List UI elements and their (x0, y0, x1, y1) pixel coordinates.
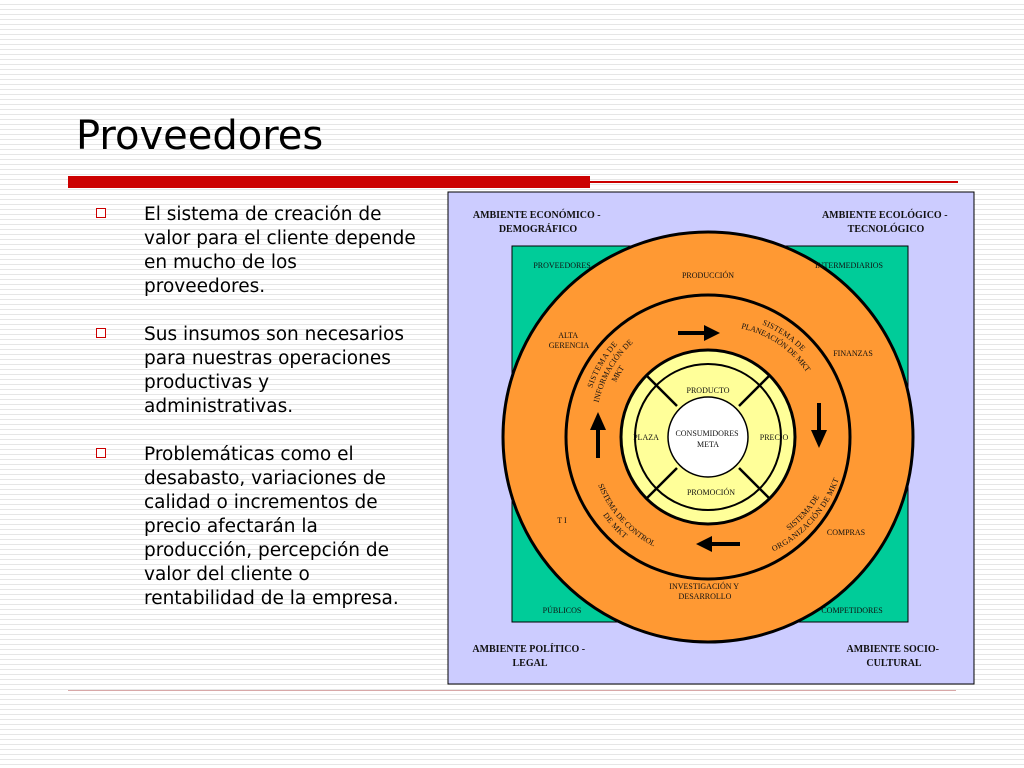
target-consumers-circle (667, 396, 749, 478)
square-bullet-icon (96, 208, 106, 218)
target-consumers-label: CONSUMIDORES META (675, 429, 740, 449)
footer-rule (68, 690, 956, 691)
top-management-label: ALTA GERENCIA (549, 331, 590, 350)
production-label: PRODUCCIÓN (682, 270, 734, 280)
bullet-item: Problemáticas como el desabasto, variaci… (92, 443, 422, 611)
publics-label: PÚBLICOS (543, 605, 582, 615)
promotion-label: PROMOCIÓN (687, 487, 735, 497)
product-label: PRODUCTO (687, 386, 730, 395)
arrow-up-icon (590, 412, 606, 458)
marketing-environment-diagram: AMBIENTE ECONÓMICO - DEMOGRÁFICO AMBIENT… (446, 190, 976, 686)
suppliers-label: PROVEEDORES (533, 261, 590, 270)
price-label: PRECIO (760, 433, 789, 442)
square-bullet-icon (96, 448, 106, 458)
mix-divider (738, 467, 771, 500)
bullet-text: Problemáticas como el desabasto, variaci… (144, 444, 399, 609)
env-political-label: AMBIENTE POLÍTICO - LEGAL (472, 643, 587, 669)
intermediaries-label: INTERMEDIARIOS (815, 261, 883, 270)
env-economic-label: AMBIENTE ECONÓMICO - DEMOGRÁFICO (473, 209, 603, 235)
title-underline-bar (68, 176, 590, 188)
square-bullet-icon (96, 328, 106, 338)
rnd-label: INVESTIGACIÓN Y DESARROLLO (669, 581, 740, 601)
bullet-text: El sistema de creación de valor para el … (144, 204, 416, 297)
arrow-down-icon (811, 403, 827, 448)
bullet-item: Sus insumos son necesarios para nuestras… (92, 323, 422, 419)
bullet-text: Sus insumos son necesarios para nuestras… (144, 324, 404, 417)
env-sociocultural-label: AMBIENTE SOCIO- CULTURAL (846, 644, 941, 669)
bullet-item: El sistema de creación de valor para el … (92, 203, 422, 299)
finance-label: FINANZAS (833, 349, 873, 358)
it-label: T I (557, 516, 567, 525)
env-ecological-label: AMBIENTE ECOLÓGICO - TECNOLÓGICO (822, 209, 950, 235)
mix-divider (645, 467, 678, 500)
purchasing-label: COMPRAS (827, 528, 865, 537)
competitors-label: COMPETIDORES (821, 606, 882, 615)
slide-title: Proveedores (76, 113, 324, 159)
arrow-right-icon (678, 325, 720, 341)
title-underline-rule (590, 181, 958, 183)
mix-divider (645, 374, 678, 407)
place-label: PLAZA (633, 433, 659, 442)
mix-divider (738, 374, 771, 407)
arrow-left-icon (696, 536, 740, 552)
bullet-list: El sistema de creación de valor para el … (92, 203, 422, 635)
